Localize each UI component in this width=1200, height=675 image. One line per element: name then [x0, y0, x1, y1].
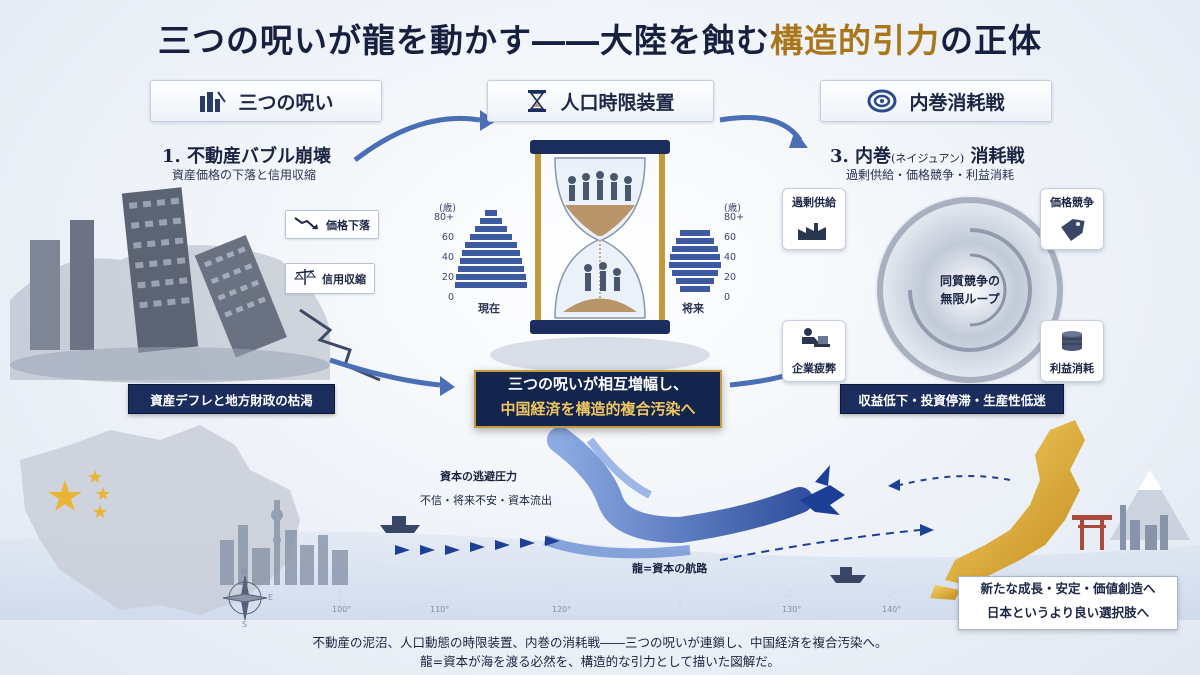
factory-icon	[796, 219, 832, 244]
longitude-130: 130°	[782, 605, 802, 614]
left-bottom-box: 資産デフレと地方財政の枯渇	[128, 384, 335, 414]
chart-down-icon	[294, 215, 320, 234]
header-involution-war: 内巻消耗戦	[820, 80, 1052, 122]
longitude-lines	[339, 590, 891, 610]
japan-map	[945, 420, 1085, 585]
collapsing-buildings	[10, 187, 381, 383]
fuji-snow	[1138, 470, 1162, 490]
header-three-curses: 三つの呪い	[150, 80, 382, 122]
left-axis: 80+ 60 40 20 0	[433, 212, 454, 303]
tokyo-skyline	[1120, 505, 1168, 550]
shanghai-skyline	[220, 500, 348, 585]
population-pyramids	[455, 210, 721, 292]
footer-line-2: 龍=資本が海を渡る必然を、構造的な引力として描いた図解だ。	[420, 654, 780, 669]
longitude-100: 100°	[332, 605, 352, 614]
card-fatigue: 企業疲弊	[782, 320, 846, 382]
cargo-ships	[380, 516, 866, 583]
left-section-title: 1. 不動産バブル崩壊	[162, 146, 332, 167]
capital-flight-sub: 不信・将来不安・資本流出	[420, 494, 552, 507]
coin-stack-icon	[1056, 326, 1088, 355]
longitude-110: 110°	[430, 605, 450, 614]
compass-south: S	[242, 620, 248, 629]
longitude-120: 120°	[552, 605, 572, 614]
header-population-timer: 人口時限装置	[487, 80, 714, 122]
china-flag-stars	[48, 470, 110, 518]
footer-line-1: 不動産の泥沼、人口動態の時限装置、内巻の消耗戦――三つの呪いが連鎖し、中国経済を…	[312, 635, 888, 650]
tag-price-drop: 価格下落	[285, 210, 379, 239]
left-axis-unit: (歳)	[439, 203, 456, 214]
capital-flight-title: 資本の逃避圧力	[440, 470, 517, 483]
scale-icon	[293, 268, 317, 289]
hourglass-graphic	[490, 140, 710, 373]
torii-gate	[1072, 515, 1112, 550]
compass-east: E	[268, 593, 274, 602]
right-bottom-box: 収益低下・投資停滞・生産性低迷	[840, 384, 1064, 414]
japan-kyushu	[930, 585, 960, 600]
route-to-japan	[719, 529, 921, 561]
japan-choice-box: 新たな成長・安定・価値創造へ 日本というより良い選択肢へ	[958, 576, 1178, 630]
card-price-war: 価格競争	[1040, 188, 1104, 250]
vortex-label: 同質競争の 無限ループ	[939, 274, 1000, 306]
right-axis-unit: (歳)	[724, 203, 741, 214]
left-section-subtitle: 資産価格の下落と信用収縮	[172, 168, 317, 182]
dragon-route-label: 龍=資本の航路	[632, 562, 708, 575]
tag-credit-contraction: 信用収縮	[285, 263, 375, 294]
spiral-icon	[867, 89, 897, 113]
pyramid-label-future: 将来	[682, 302, 704, 315]
card-oversupply: 過剰供給	[782, 188, 846, 250]
hourglass-icon	[526, 89, 548, 113]
route-arrows	[395, 536, 560, 555]
card-profit-erosion: 利益消耗	[1040, 320, 1104, 382]
compass-north: N	[241, 567, 247, 576]
exhausted-worker-icon	[796, 326, 832, 355]
compass-rose	[222, 575, 268, 621]
right-section-subtitle: 過剰供給・価格競争・利益消耗	[846, 168, 1015, 182]
falling-buildings-icon	[198, 90, 227, 112]
right-axis: 80+ 60 40 20 0	[724, 212, 745, 303]
longitude-140: 140°	[882, 605, 902, 614]
right-section-title: 3. 内巻(ネイジュアン) 消耗戦	[830, 146, 1025, 167]
vortex-graphic	[875, 195, 1065, 385]
page-title: 三つの呪いが龍を動かす――大陸を蝕む構造的引力の正体	[158, 21, 1042, 60]
price-tag-icon	[1057, 217, 1087, 244]
pyramid-label-now: 現在	[478, 302, 500, 315]
route-upper	[899, 475, 1011, 486]
center-summary-box: 三つの呪いが相互増幅し、 中国経済を構造的複合汚染へ	[474, 370, 722, 428]
dragon-graphic	[543, 427, 845, 559]
